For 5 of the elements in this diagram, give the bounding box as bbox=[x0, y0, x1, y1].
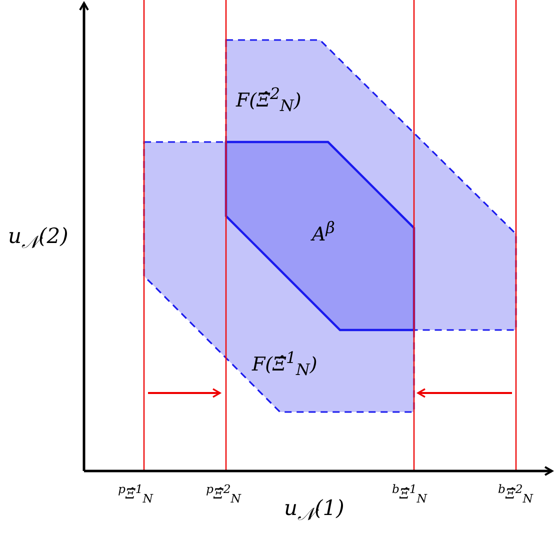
region-label: F(Ξ̂$^{1}$$_{N}$) bbox=[252, 350, 318, 378]
region-label: F(Ξ̂$^{2}$$_{N}$) bbox=[236, 86, 302, 114]
region-label: A$^{β}$ bbox=[312, 220, 335, 244]
axis-label: u$_{𝒩}$(1) bbox=[284, 498, 344, 525]
axis-label: u$_{𝒩}$(2) bbox=[8, 226, 68, 253]
